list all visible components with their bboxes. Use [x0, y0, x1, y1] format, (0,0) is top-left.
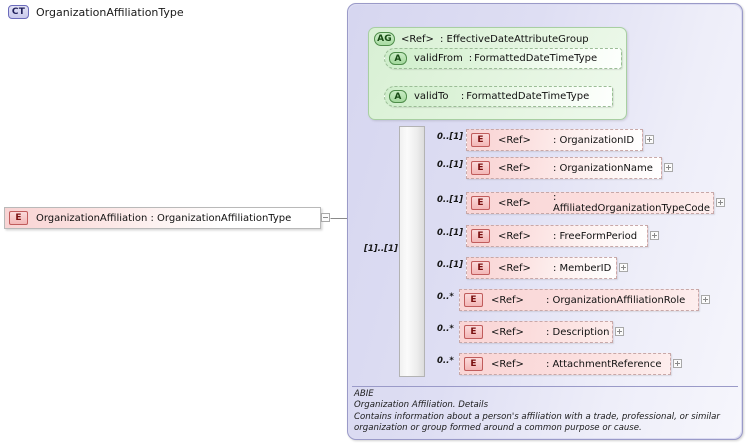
- cardinality-description: 0..*: [437, 324, 454, 334]
- attribute-separator: :: [468, 53, 473, 64]
- container-cardinality: [1]..[1]: [364, 244, 398, 254]
- element-name-text: OrganizationAffiliationRole: [552, 294, 686, 306]
- element-name: : OrganizationAffiliationRole: [546, 295, 685, 306]
- attribute-row-validto[interactable]: A validTo : FormattedDateTimeType: [384, 86, 613, 107]
- element-name-text: Description: [552, 326, 610, 338]
- attribute-badge-icon: A: [389, 90, 407, 103]
- element-row-affiliatedorganizationtypecode[interactable]: E <Ref> : AffiliatedOrganizationTypeCode: [466, 192, 714, 214]
- element-ref: <Ref>: [491, 326, 524, 338]
- element-name-text: OrganizationName: [559, 162, 653, 174]
- element-ref: <Ref>: [498, 162, 531, 174]
- cardinality-attachmentreference: 0..*: [437, 356, 454, 366]
- complextype-badge-icon: CT: [8, 5, 29, 19]
- expand-attachmentreference[interactable]: [673, 359, 682, 368]
- attribute-separator: :: [460, 91, 465, 102]
- cardinality-organizationname: 0..[1]: [437, 160, 464, 170]
- element-row-organizationaffiliationrole[interactable]: E <Ref> : OrganizationAffiliationRole: [459, 289, 699, 311]
- cardinality-affiliatedorganizationtypecode: 0..[1]: [437, 195, 464, 205]
- element-badge-icon: E: [9, 211, 28, 225]
- element-ref: <Ref>: [498, 197, 531, 209]
- element-row-memberid[interactable]: E <Ref> : MemberID: [466, 257, 617, 279]
- element-name-text: OrganizationID: [559, 134, 635, 146]
- element-separator: :: [545, 358, 550, 370]
- element-separator: :: [552, 192, 557, 203]
- sequence-bar: [399, 126, 425, 377]
- element-name-text: AffiliatedOrganizationTypeCode: [552, 203, 711, 214]
- attribute-group-header: AG <Ref> : EffectiveDateAttributeGroup: [374, 32, 589, 46]
- expand-freeformperiod[interactable]: [650, 231, 659, 240]
- element-name: : AttachmentReference: [546, 359, 662, 370]
- expand-organizationname[interactable]: [664, 163, 673, 172]
- attribute-name: validTo: [414, 91, 455, 102]
- element-row-attachmentreference[interactable]: E <Ref> : AttachmentReference: [459, 353, 671, 375]
- element-ref: <Ref>: [491, 294, 524, 306]
- element-row-description[interactable]: E <Ref> : Description: [459, 321, 613, 343]
- attribute-type: FormattedDateTimeType: [474, 53, 598, 64]
- root-element-box[interactable]: E OrganizationAffiliation : Organization…: [4, 207, 321, 229]
- cardinality-organizationid: 0..[1]: [437, 132, 464, 142]
- element-separator: :: [552, 134, 557, 146]
- element-badge-icon: E: [471, 161, 490, 175]
- root-collapse-toggle[interactable]: [321, 213, 330, 222]
- element-separator: :: [552, 262, 557, 274]
- element-ref: <Ref>: [498, 134, 531, 146]
- element-badge-icon: E: [464, 357, 483, 371]
- complex-type-header: CT OrganizationAffiliationType: [8, 5, 184, 19]
- element-badge-icon: E: [464, 293, 483, 307]
- element-name: : Description: [546, 327, 610, 338]
- element-row-organizationname[interactable]: E <Ref> : OrganizationName: [466, 157, 662, 179]
- expand-organizationaffiliationrole[interactable]: [701, 295, 710, 304]
- element-name-text: AttachmentReference: [552, 358, 662, 370]
- element-badge-icon: E: [471, 196, 490, 210]
- element-ref: <Ref>: [498, 262, 531, 274]
- element-name: : OrganizationID: [553, 135, 634, 146]
- expand-affiliatedorganizationtypecode[interactable]: [716, 198, 725, 207]
- attribute-name: validFrom: [414, 53, 463, 64]
- element-badge-icon: E: [471, 133, 490, 147]
- element-separator: :: [545, 294, 550, 306]
- element-name: : FreeFormPeriod: [553, 231, 637, 242]
- attribute-type: FormattedDateTimeType: [466, 91, 590, 102]
- element-ref: <Ref>: [498, 230, 531, 242]
- root-element-label: OrganizationAffiliation : OrganizationAf…: [36, 212, 292, 224]
- element-name-text: MemberID: [559, 262, 612, 274]
- ag-name-text: EffectiveDateAttributeGroup: [446, 33, 589, 45]
- annotation-divider: [352, 386, 738, 387]
- element-separator: :: [545, 326, 550, 338]
- element-ref: <Ref>: [491, 358, 524, 370]
- element-name: : AffiliatedOrganizationTypeCode: [553, 192, 713, 214]
- cardinality-freeformperiod: 0..[1]: [437, 228, 464, 238]
- attribute-row-validfrom[interactable]: A validFrom : FormattedDateTimeType: [384, 48, 622, 69]
- attributegroup-badge-icon: AG: [374, 32, 395, 46]
- cardinality-organizationaffiliationrole: 0..*: [437, 292, 454, 302]
- attribute-group-name: : EffectiveDateAttributeGroup: [440, 34, 589, 45]
- element-name-text: FreeFormPeriod: [559, 230, 638, 242]
- expand-memberid[interactable]: [619, 263, 628, 272]
- element-separator: :: [552, 230, 557, 242]
- element-row-organizationid[interactable]: E <Ref> : OrganizationID: [466, 129, 643, 151]
- element-name: : MemberID: [553, 263, 611, 274]
- attribute-badge-icon: A: [389, 52, 407, 65]
- complex-type-title: OrganizationAffiliationType: [36, 5, 184, 19]
- ag-separator: :: [439, 33, 444, 45]
- element-badge-icon: E: [464, 325, 483, 339]
- element-badge-icon: E: [471, 261, 490, 275]
- expand-description[interactable]: [615, 327, 624, 336]
- annotation-text: ABIE Organization Affiliation. Details C…: [354, 389, 720, 434]
- expand-organizationid[interactable]: [645, 135, 654, 144]
- cardinality-memberid: 0..[1]: [437, 260, 464, 270]
- element-name: : OrganizationName: [553, 163, 653, 174]
- attribute-group-ref: <Ref>: [401, 33, 434, 45]
- element-separator: :: [552, 162, 557, 174]
- element-row-freeformperiod[interactable]: E <Ref> : FreeFormPeriod: [466, 225, 648, 247]
- element-badge-icon: E: [471, 229, 490, 243]
